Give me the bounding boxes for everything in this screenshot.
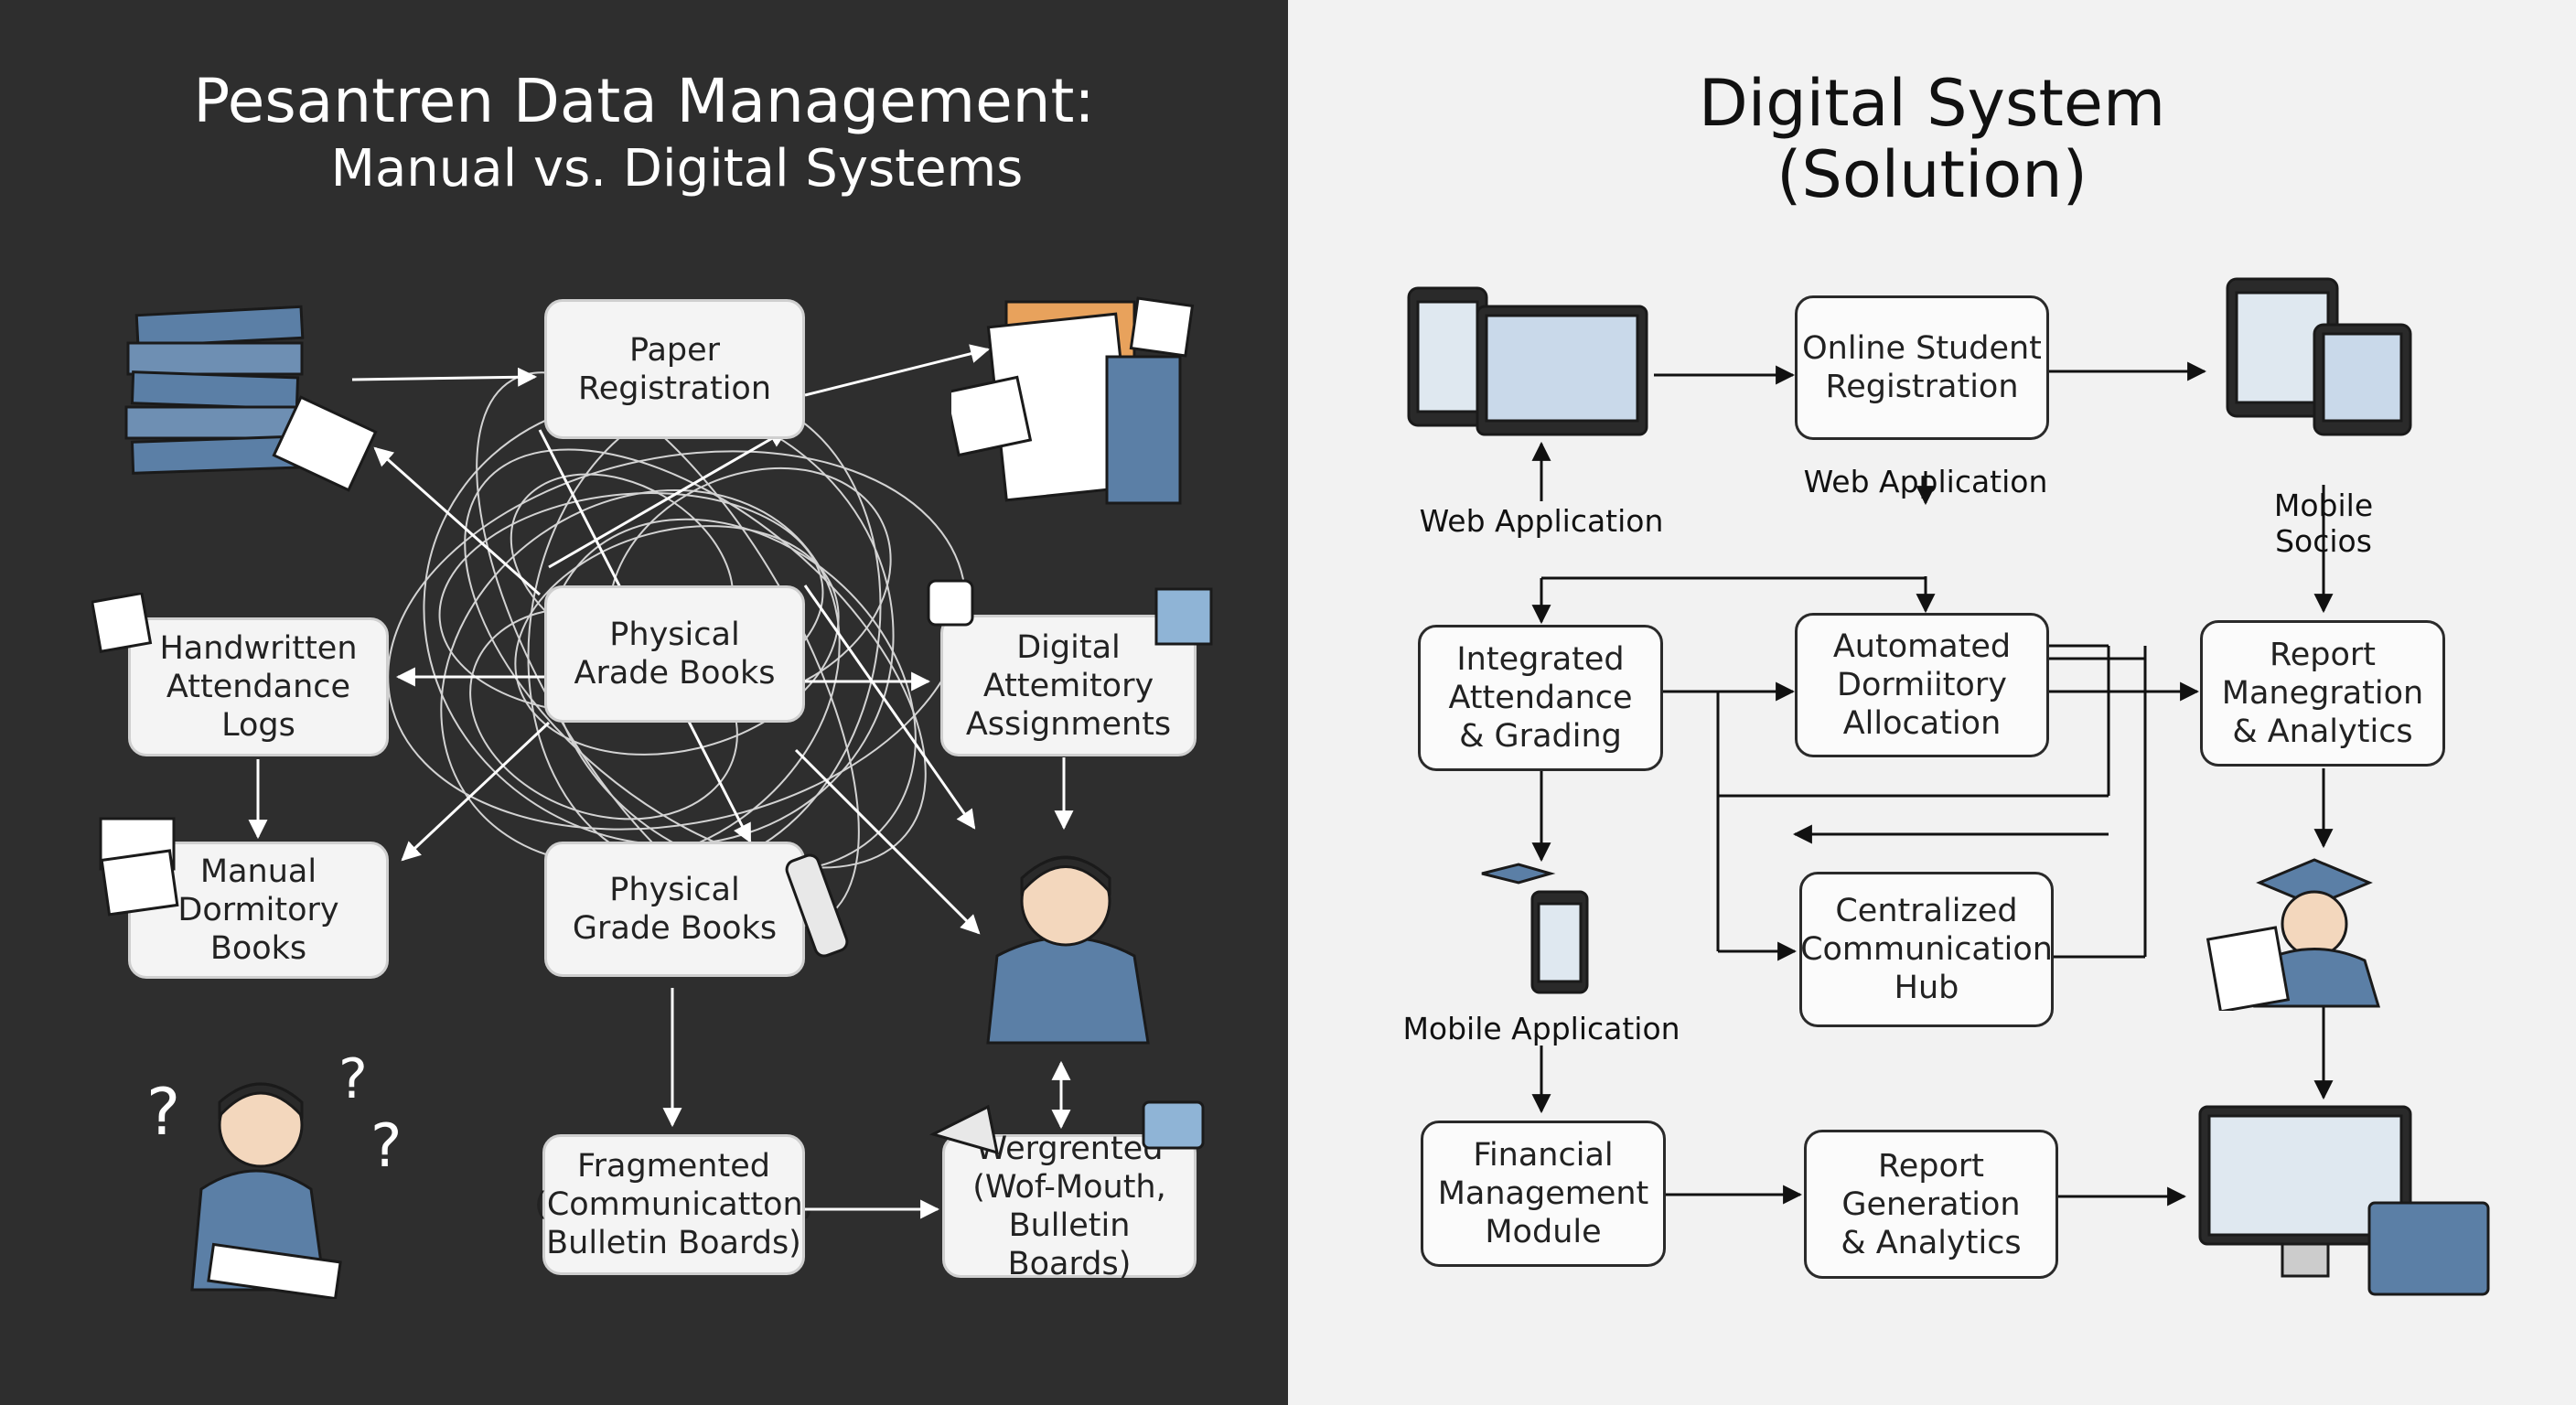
box-financial-management-module: Financial Management Module	[1421, 1121, 1666, 1267]
box-centralized-communication-hub: Centralized Communication Hub	[1799, 872, 2054, 1027]
analytics-monitor-icon	[2198, 1105, 2490, 1296]
document-icon	[927, 579, 974, 627]
broken-megaphone-icon	[928, 1104, 999, 1155]
question-mark-2: ?	[338, 1052, 368, 1111]
confused-man-icon: ? ? ?	[146, 1052, 402, 1299]
manual-title-line2: Manual vs. Digital Systems	[330, 139, 1024, 198]
spiral-sticker-icon	[1154, 587, 1213, 646]
web-tablet-devices-icon	[1407, 286, 1648, 436]
label-mobile-application: Mobile Application	[1402, 1011, 1680, 1046]
question-mark-1: ?	[146, 1075, 180, 1150]
digital-title-line1: Digital System	[1698, 66, 2166, 141]
box-automated-dormitory-allocation: Automated Dormiitory Allocation	[1795, 613, 2049, 757]
box-report-manegration-analytics: Report Manegration & Analytics	[2200, 620, 2445, 767]
box-physical-grade-books: Physical Grade Books	[544, 842, 805, 977]
pointing-hand-icon	[785, 853, 849, 958]
mobile-devices-icon	[2226, 277, 2412, 436]
documents-clipboard-icon	[951, 296, 1195, 505]
box-manual-dormitory-books: Manual Dormitory Books	[128, 842, 389, 979]
box-integrated-attendance-grading: Integrated Attendance & Grading	[1418, 625, 1663, 771]
chat-bubble-icon	[1142, 1100, 1205, 1150]
worried-student-icon	[986, 855, 1150, 1045]
label-mobile-socios: Mobile Socios	[2273, 488, 2374, 559]
label-web-application-left: Web Application	[1419, 503, 1664, 539]
box-paper-registration: Paper Registration	[544, 299, 805, 439]
box-wergrented: Wergrented (Wof-Mouth, Bulletin Boards)	[942, 1131, 1197, 1282]
graduate-student-icon	[2206, 858, 2381, 1011]
manual-title-line1: Pesantren Data Management:	[193, 66, 1095, 136]
box-digital-attemitory-assignments: Digital Attemitory Assignments	[940, 615, 1197, 756]
box-handwritten-attendance-logs: Handwritten Attendance Logs	[128, 617, 389, 756]
box-fragmented: Fragmented (Communicatton, Bulletin Boar…	[534, 1134, 813, 1275]
question-mark-3: ?	[370, 1112, 402, 1181]
box-online-student-registration: Online Student Registration	[1795, 295, 2049, 440]
mobile-app-hands-icon	[1481, 863, 1589, 994]
sticky-note-icon	[91, 593, 153, 654]
stacked-binders-icon	[124, 305, 378, 492]
label-web-application-center: Web Application	[1803, 464, 2048, 499]
box-physical-arade-books: Physical Arade Books	[544, 585, 805, 723]
envelope-icon	[99, 817, 179, 917]
digital-title-line2: (Solution)	[1776, 137, 2088, 212]
box-report-generation-analytics: Report Generation & Analytics	[1804, 1130, 2058, 1279]
